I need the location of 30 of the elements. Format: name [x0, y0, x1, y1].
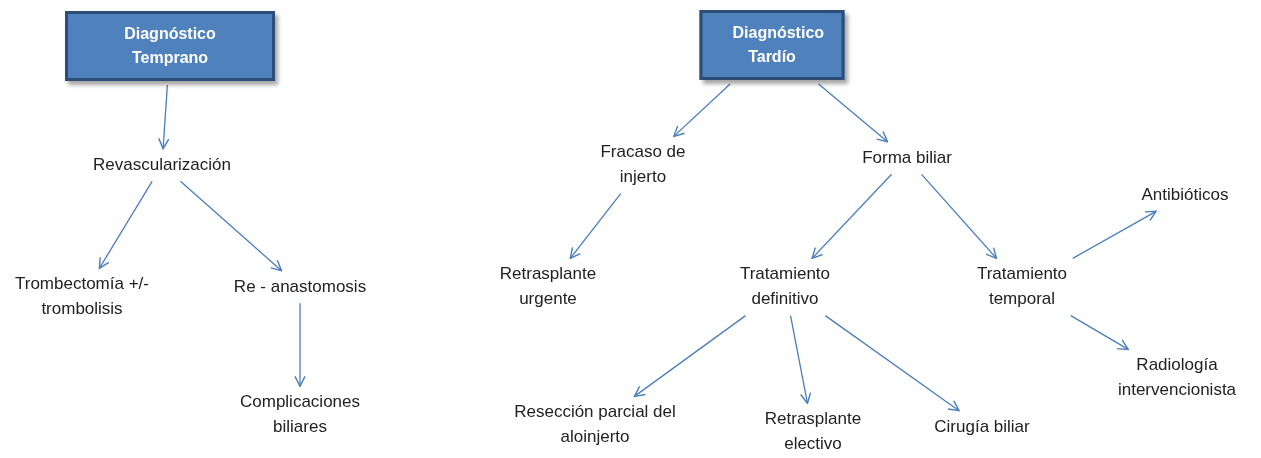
node-label: Antibióticos	[1120, 182, 1250, 208]
node-label: Resección parcial del aloinjerto	[490, 400, 700, 450]
arrow	[98, 180, 153, 270]
arrow	[817, 83, 889, 143]
node-label: Cirugía biliar	[917, 414, 1047, 440]
arrow	[1070, 315, 1129, 351]
arrow	[569, 193, 622, 260]
arrow	[294, 302, 306, 388]
arrow	[673, 83, 731, 138]
arrow	[920, 173, 998, 260]
arrow	[811, 173, 893, 260]
header-box: Diagnóstico Tardío	[699, 10, 845, 80]
node-label: Retrasplante urgente	[488, 262, 608, 312]
arrow	[824, 315, 960, 412]
arrow	[633, 315, 747, 398]
node-label: Re - anastomosis	[210, 274, 390, 300]
header-box: Diagnóstico Temprano	[65, 11, 275, 81]
node-label: Trombectomía +/- trombolisis	[12, 272, 152, 322]
node-label: Revascularización	[62, 152, 262, 178]
node-label: Retrasplante electivo	[758, 407, 868, 457]
node-label: Tratamiento definitivo	[720, 262, 850, 312]
node-label: Fracaso de injerto	[583, 140, 703, 190]
arrow	[1072, 210, 1157, 259]
node-label: Radiología intervencionista	[1097, 353, 1257, 403]
node-label: Forma biliar	[842, 145, 972, 171]
arrow	[789, 315, 812, 405]
node-label: Tratamiento temporal	[957, 262, 1087, 312]
arrow	[179, 180, 283, 272]
arrow	[158, 84, 170, 150]
node-label: Complicaciones biliares	[220, 390, 380, 440]
